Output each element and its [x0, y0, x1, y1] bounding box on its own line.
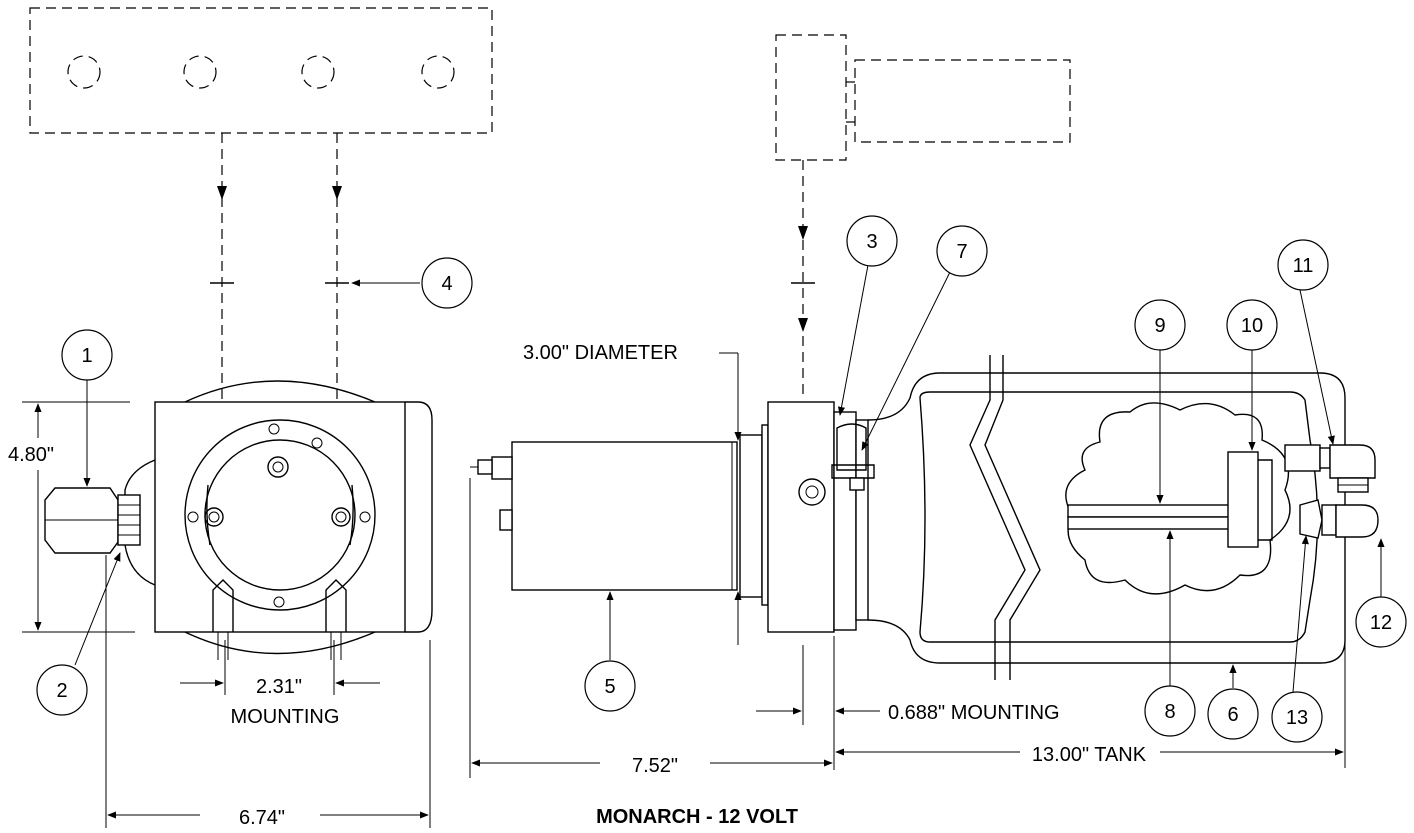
diameter-dimension: 3.00" DIAMETER — [523, 342, 742, 645]
balloon-11: 11 — [1277, 239, 1329, 291]
balloon-2-label: 2 — [56, 680, 67, 702]
height-dimension: 4.80" — [8, 401, 135, 633]
pump-flange — [767, 401, 875, 633]
balloon-leaders — [74, 264, 1385, 693]
mounting-word-label: MOUNTING — [231, 706, 340, 728]
balloon-1-label: 1 — [81, 345, 92, 367]
hex-fitting — [44, 487, 141, 554]
balloon-10-label: 10 — [1241, 315, 1263, 337]
motor-length-dimension: 7.52" — [469, 478, 833, 778]
balloon-7-label: 7 — [956, 241, 967, 263]
tank-length-dimension: 13.00" TANK — [835, 600, 1346, 768]
motor-length-label: 7.52" — [632, 755, 678, 777]
end-view: 4.80" 2.31" MOUNTING 6.74" — [8, 7, 493, 829]
balloon-4-label: 4 — [441, 273, 452, 295]
balloon-6-label: 6 — [1227, 704, 1238, 726]
tank-length-label: 13.00" TANK — [1032, 744, 1147, 766]
balloon-7: 7 — [936, 225, 988, 277]
overall-width-label: 6.74" — [239, 807, 285, 829]
balloon-4: 4 — [421, 257, 473, 309]
height-dimension-label: 4.80" — [8, 444, 54, 466]
phantom-component — [775, 34, 1071, 400]
balloon-8: 8 — [1144, 685, 1196, 737]
balloon-3: 3 — [846, 215, 898, 267]
balloon-9: 9 — [1134, 299, 1186, 351]
side-view: 3.00" DIAMETER 0.688" MOUNTING 7.52" 13.… — [469, 34, 1379, 778]
diameter-label: 3.00" DIAMETER — [523, 342, 678, 364]
mounting-width-label: 2.31" — [256, 676, 302, 698]
drawing-title: MONARCH - 12 VOLT — [596, 806, 798, 828]
balloon-10: 10 — [1226, 299, 1278, 351]
balloon-11-label: 11 — [1293, 255, 1314, 277]
balloon-5: 5 — [584, 660, 636, 712]
motor — [470, 424, 769, 606]
balloon-13-label: 13 — [1286, 707, 1308, 729]
pump-housing-end — [124, 380, 433, 660]
balloon-8-label: 8 — [1164, 701, 1175, 723]
balloon-3-label: 3 — [866, 231, 877, 253]
overall-width-dimension: 6.74" — [105, 555, 431, 829]
reservoir-tank — [867, 355, 1346, 680]
mounting-bracket-phantom — [29, 7, 493, 400]
balloon-12: 12 — [1355, 596, 1407, 648]
mounting-width-dimension: 2.31" MOUNTING — [180, 640, 380, 728]
balloon-5-label: 5 — [604, 676, 615, 698]
balloon-2: 2 — [36, 664, 88, 716]
balloon-12-label: 12 — [1370, 612, 1392, 634]
balloon-1: 1 — [61, 329, 113, 381]
flange-mounting-label: 0.688" MOUNTING — [888, 702, 1060, 724]
elbow-fittings — [1284, 444, 1379, 539]
flange-mounting-dimension: 0.688" MOUNTING — [756, 636, 1060, 770]
balloon-9-label: 9 — [1154, 315, 1165, 337]
balloon-6: 6 — [1207, 688, 1259, 740]
balloon-13: 13 — [1271, 691, 1323, 743]
